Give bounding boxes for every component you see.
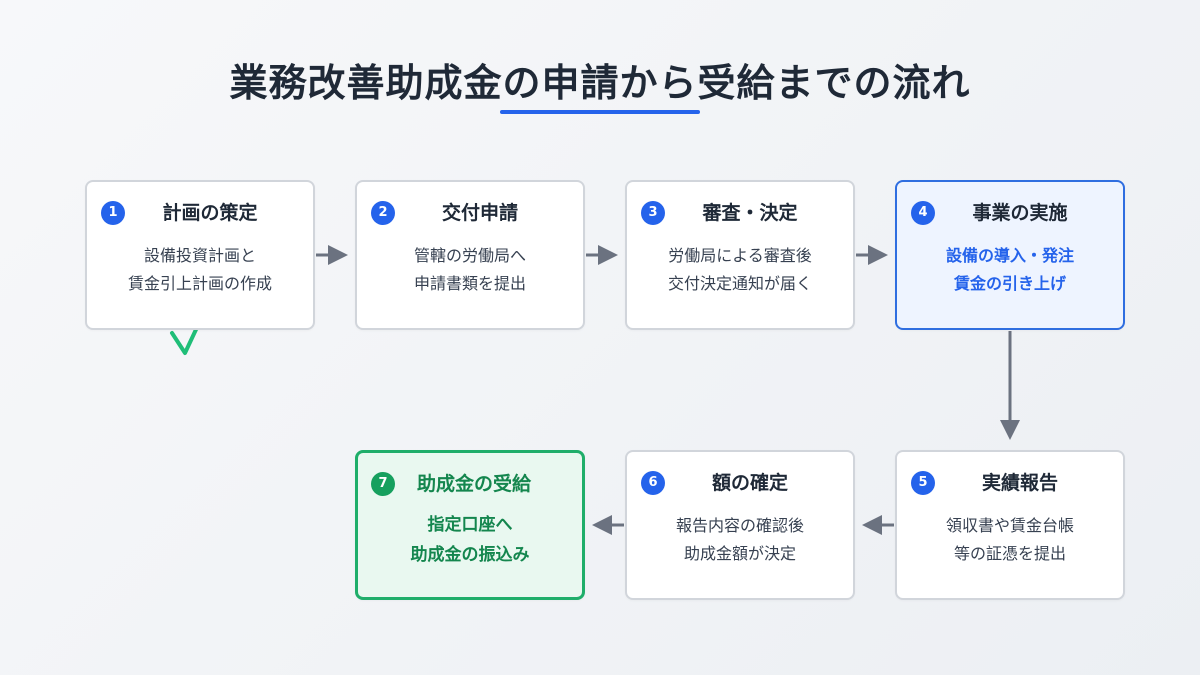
step-title: 事業の実施: [972, 202, 1068, 224]
step-card-1: 1 計画の策定 設備投資計画と 賃金引上計画の作成: [85, 180, 315, 330]
step-description-line: 等の証憑を提出: [953, 544, 1066, 563]
title-underline: [500, 110, 700, 114]
step-description-line: 設備投資計画と: [143, 246, 256, 265]
step-description-line: 労働局による審査後: [668, 246, 812, 265]
step-card-7: 7 助成金の受給 指定口座へ 助成金の振込み: [355, 450, 585, 600]
step-card-2: 2 交付申請 管轄の労働局へ 申請書類を提出: [355, 180, 585, 330]
step-description-line: 指定口座へ: [427, 515, 513, 535]
step-number-badge: 3: [641, 201, 665, 225]
step-title: 計画の策定: [162, 202, 258, 224]
step-description-line: 報告内容の確認後: [675, 516, 804, 535]
step-description-line: 管轄の労働局へ: [413, 246, 526, 265]
step-description-line: 賃金の引き上げ: [953, 274, 1066, 293]
step-description-line: 申請書類を提出: [413, 274, 526, 293]
step-title: 実績報告: [981, 472, 1058, 494]
step-card-5: 5 実績報告 領収書や賃金台帳 等の証憑を提出: [895, 450, 1125, 600]
step-description-line: 交付決定通知が届く: [667, 274, 812, 293]
step-title: 助成金の受給: [416, 473, 531, 495]
step-number-badge: 4: [911, 201, 935, 225]
step-number-badge: 5: [911, 471, 935, 495]
step-title: 審査・決定: [702, 202, 798, 224]
step-number-badge: 1: [101, 201, 125, 225]
step-card-4: 4 事業の実施 設備の導入・発注 賃金の引き上げ: [895, 180, 1125, 330]
arrow-2-to-3: [586, 245, 618, 265]
arrow-5-to-6: [862, 515, 894, 535]
step-description-line: 領収書や賃金台帳: [945, 516, 1074, 535]
arrow-1-to-2: [316, 245, 348, 265]
arrow-3-to-4: [856, 245, 888, 265]
step-card-3: 3 審査・決定 労働局による審査後 交付決定通知が届く: [625, 180, 855, 330]
step-description-line: 助成金の振込み: [410, 545, 530, 565]
step-description-line: 設備の導入・発注: [945, 246, 1074, 265]
step-title: 額の確定: [711, 472, 788, 494]
step-card-6: 6 額の確定 報告内容の確認後 助成金額が決定: [625, 450, 855, 600]
arrow-6-to-7: [592, 515, 624, 535]
page-title: 業務改善助成金の申請から受給までの流れ: [229, 61, 971, 105]
step-title: 交付申請: [441, 202, 518, 224]
step-description-line: 助成金額が決定: [683, 544, 796, 563]
arrow-4-to-5: [1000, 331, 1020, 440]
step-number-badge: 2: [371, 201, 395, 225]
step-number-badge: 7: [371, 472, 395, 496]
step-description-line: 賃金引上計画の作成: [127, 274, 272, 293]
step-number-badge: 6: [641, 471, 665, 495]
